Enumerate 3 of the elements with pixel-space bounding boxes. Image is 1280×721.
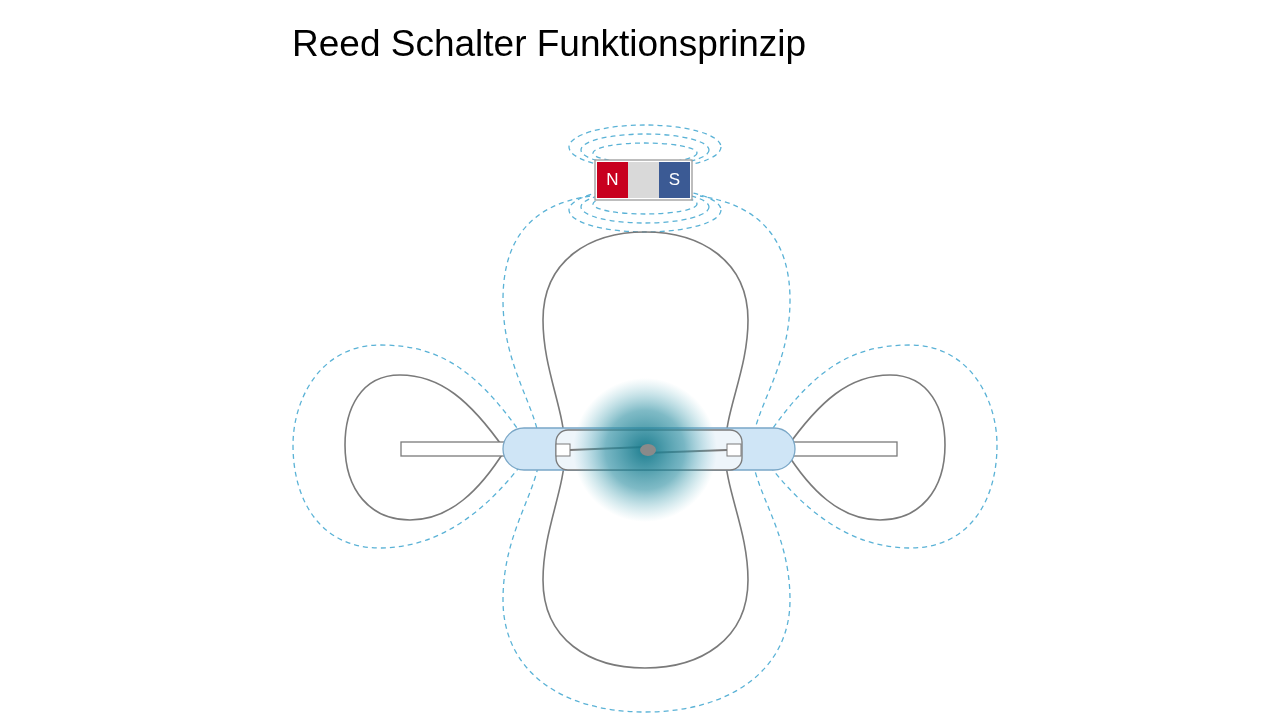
magnet-pole: S <box>659 162 690 198</box>
magnet-pole: N <box>597 162 628 198</box>
title: Reed Schalter Funktionsprinzip <box>292 22 807 66</box>
